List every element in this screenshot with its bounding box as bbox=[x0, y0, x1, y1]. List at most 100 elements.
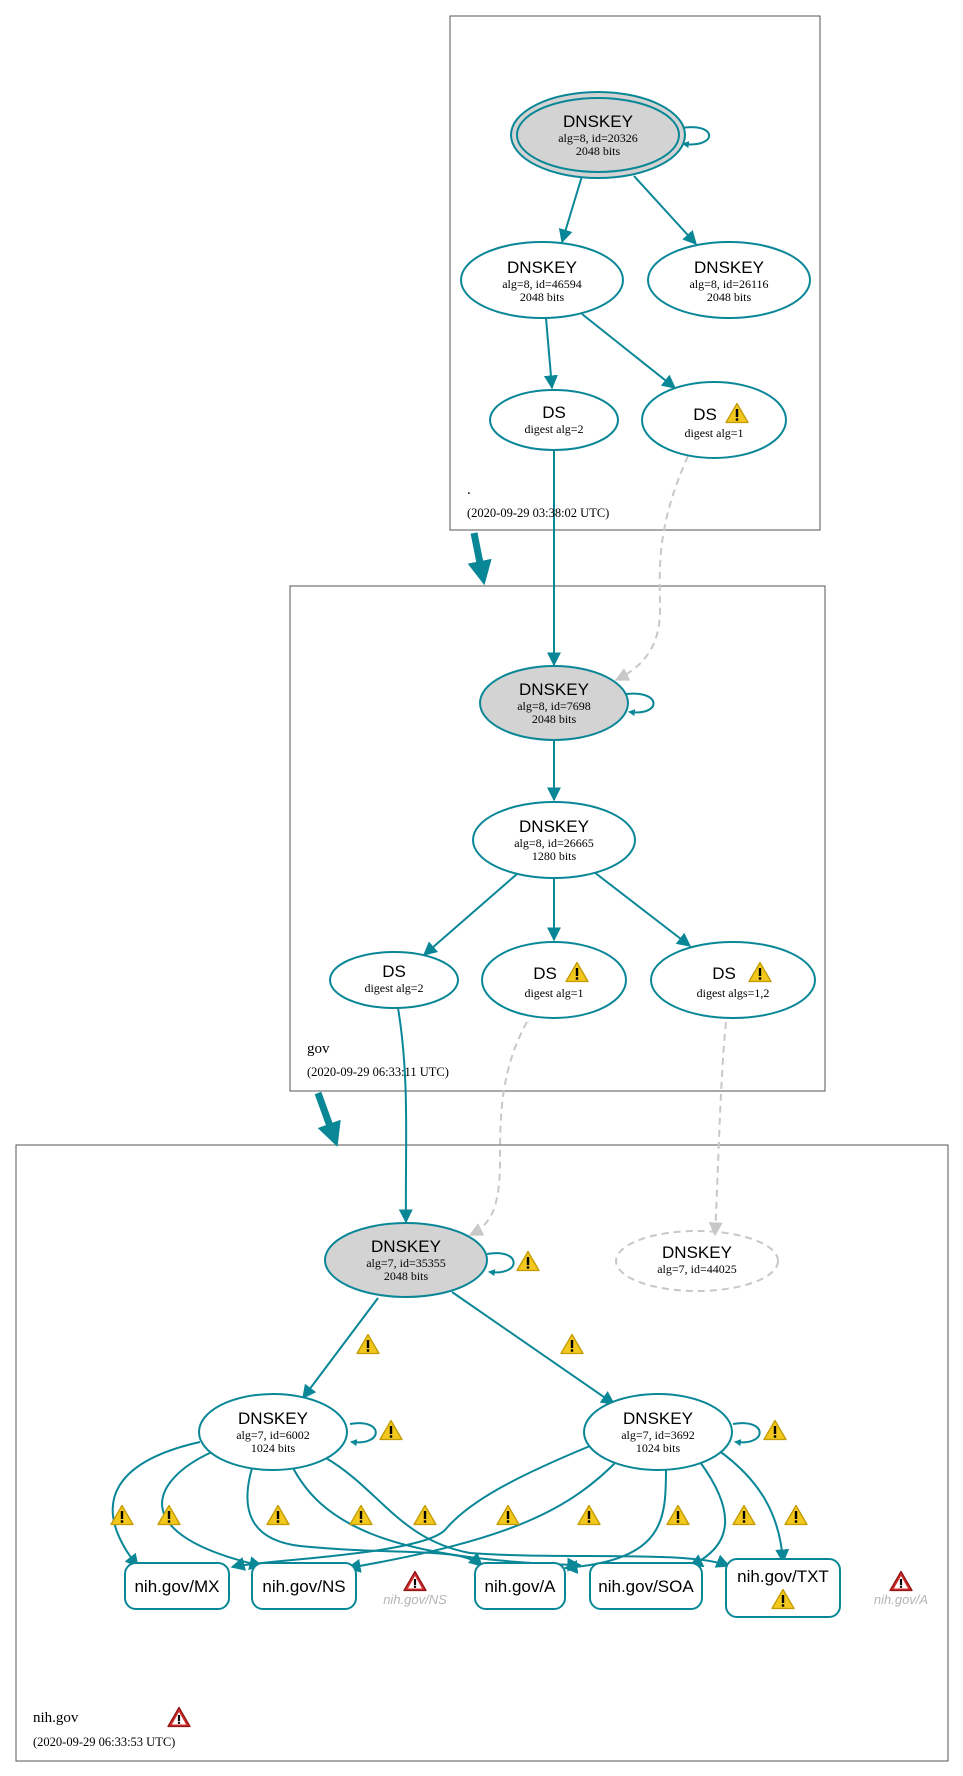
key-title: DNSKEY bbox=[507, 258, 577, 277]
root-dnskey-zsk-46594: DNSKEY alg=8, id=46594 2048 bits bbox=[460, 241, 624, 319]
key-title: DNSKEY bbox=[519, 817, 589, 836]
edge-zsk1-to-mx bbox=[111, 1441, 201, 1569]
edge-zsk2-to-mx bbox=[230, 1445, 591, 1571]
warning-icon bbox=[784, 1504, 808, 1526]
rrset-mx: nih.gov/MX bbox=[124, 1562, 230, 1610]
zone-box-root bbox=[449, 15, 821, 531]
ds-title: DS bbox=[693, 405, 717, 424]
edge-zsk1-to-ds1-root bbox=[543, 317, 558, 390]
edge-ksk-to-zsk1-root bbox=[558, 175, 583, 244]
root-dnskey-ksk: DNSKEY alg=8, id=20326 2048 bits bbox=[510, 91, 686, 179]
warning-icon bbox=[356, 1333, 380, 1355]
edge-ksk-to-zsk2-root bbox=[633, 175, 697, 246]
edge-ksk-self-nih bbox=[486, 1252, 515, 1277]
rrset-label: nih.gov/TXT bbox=[737, 1567, 829, 1586]
ghost-rrset-label: nih.gov/NS bbox=[383, 1592, 447, 1607]
edge-zsk2-self-nih bbox=[732, 1422, 761, 1447]
root-dnskey-zsk-26116: DNSKEY alg=8, id=26116 2048 bits bbox=[647, 241, 811, 319]
edge-zsk1-self-nih bbox=[349, 1422, 377, 1447]
warning-icon bbox=[732, 1504, 756, 1526]
key-bits: 2048 bits bbox=[520, 290, 565, 304]
key-title: DNSKEY bbox=[519, 680, 589, 699]
warning-icon bbox=[349, 1504, 373, 1526]
key-bits: 2048 bits bbox=[707, 290, 752, 304]
root-ds-digest-2: DS digest alg=2 bbox=[489, 389, 619, 451]
edge-zsk2-to-txt bbox=[717, 1449, 790, 1564]
ds-title: DS bbox=[542, 403, 566, 422]
zone-timestamp-gov: (2020-09-29 06:33:11 UTC) bbox=[307, 1065, 449, 1079]
ds-title: DS bbox=[712, 964, 736, 983]
error-icon bbox=[403, 1570, 427, 1592]
gov-ds-digest-1-2: DS digest algs=1,2 bbox=[650, 941, 816, 1019]
zone-box-nih bbox=[15, 1144, 949, 1762]
zone-box-gov bbox=[289, 585, 826, 1092]
key-alg-id: alg=7, id=44025 bbox=[657, 1262, 737, 1276]
warning-icon bbox=[763, 1419, 787, 1441]
warning-icon bbox=[266, 1504, 290, 1526]
rrset-txt: nih.gov/TXT bbox=[725, 1558, 841, 1618]
rrset-label: nih.gov/MX bbox=[134, 1577, 219, 1596]
key-title: DNSKEY bbox=[623, 1409, 693, 1428]
edge-zsk1-to-txt bbox=[325, 1457, 731, 1568]
edge-zsk2-to-soa bbox=[688, 1461, 727, 1568]
rrset-ns: nih.gov/NS bbox=[251, 1562, 357, 1610]
ds-digest: digest alg=2 bbox=[524, 422, 583, 436]
rrset-label: nih.gov/A bbox=[485, 1577, 557, 1596]
ghost-a-error: nih.gov/A bbox=[874, 1570, 928, 1607]
edge-ksk-to-zsk2-nih bbox=[451, 1291, 616, 1405]
edge-zsk1-to-soa bbox=[291, 1465, 582, 1572]
nih-dnskey-zsk-6002: DNSKEY alg=7, id=6002 1024 bits bbox=[198, 1393, 348, 1471]
edge-ksk-self-root bbox=[680, 126, 711, 149]
key-title: DNSKEY bbox=[662, 1243, 732, 1262]
edge-ksk-self-gov bbox=[625, 692, 655, 717]
edge-zsk1-to-ns bbox=[161, 1451, 264, 1571]
key-bits: 2048 bits bbox=[532, 712, 577, 726]
rrset-label: nih.gov/NS bbox=[262, 1577, 345, 1596]
edge-ds1-to-nih-ksk bbox=[397, 1007, 413, 1224]
rrset-soa: nih.gov/SOA bbox=[589, 1562, 703, 1610]
rrset-label: nih.gov/SOA bbox=[598, 1577, 694, 1596]
zone-name-root: . bbox=[467, 482, 471, 498]
ds-digest: digest alg=1 bbox=[684, 426, 743, 440]
ds-digest: digest alg=1 bbox=[524, 986, 583, 1000]
key-alg-id: alg=7, id=35355 bbox=[366, 1256, 446, 1270]
key-title: DNSKEY bbox=[563, 112, 633, 131]
edge-ksk-to-zsk1-nih bbox=[302, 1297, 379, 1400]
zone-name-nih: nih.gov bbox=[33, 1710, 79, 1726]
key-alg-id: alg=8, id=26116 bbox=[689, 277, 768, 291]
nih-dnskey-ksk: DNSKEY alg=7, id=35355 2048 bits bbox=[324, 1222, 488, 1298]
key-bits: 2048 bits bbox=[384, 1269, 429, 1283]
key-alg-id: alg=8, id=7698 bbox=[517, 699, 591, 713]
ds-title: DS bbox=[382, 962, 406, 981]
gov-ds-digest-2: DS digest alg=2 bbox=[329, 951, 459, 1009]
warning-icon bbox=[379, 1419, 403, 1441]
edge-ds3-to-nih-missing-key bbox=[708, 1021, 727, 1237]
ds-digest: digest alg=2 bbox=[364, 981, 423, 995]
warning-icon bbox=[110, 1504, 134, 1526]
edge-zsk2-to-ns bbox=[346, 1457, 621, 1573]
edge-zsk-to-ds1-gov bbox=[422, 873, 518, 956]
nih-dnskey-missing-44025: DNSKEY alg=7, id=44025 bbox=[615, 1230, 779, 1292]
warning-icon bbox=[157, 1504, 181, 1526]
warning-icon bbox=[666, 1504, 690, 1526]
edge-zsk1-to-ds2-root bbox=[581, 313, 677, 389]
key-bits: 1280 bits bbox=[532, 849, 577, 863]
ghost-rrset-label: nih.gov/A bbox=[874, 1592, 928, 1607]
gov-ds-digest-1: DS digest alg=1 bbox=[481, 941, 627, 1019]
key-alg-id: alg=7, id=3692 bbox=[621, 1428, 695, 1442]
edge-ds2-to-nih-ksk bbox=[468, 1021, 528, 1236]
edge-zsk-to-ds3-gov bbox=[593, 871, 692, 947]
key-alg-id: alg=8, id=46594 bbox=[502, 277, 582, 291]
warning-icon bbox=[560, 1333, 584, 1355]
key-bits: 1024 bits bbox=[636, 1441, 681, 1455]
warning-icon bbox=[496, 1504, 520, 1526]
ghost-ns-error: nih.gov/NS bbox=[383, 1570, 447, 1607]
key-title: DNSKEY bbox=[371, 1237, 441, 1256]
warning-icon bbox=[413, 1504, 437, 1526]
key-alg-id: alg=8, id=20326 bbox=[558, 131, 638, 145]
rrset-a: nih.gov/A bbox=[474, 1562, 566, 1610]
zone-name-gov: gov bbox=[307, 1041, 330, 1057]
key-alg-id: alg=8, id=26665 bbox=[514, 836, 594, 850]
gov-dnskey-ksk: DNSKEY alg=8, id=7698 2048 bits bbox=[479, 665, 629, 741]
